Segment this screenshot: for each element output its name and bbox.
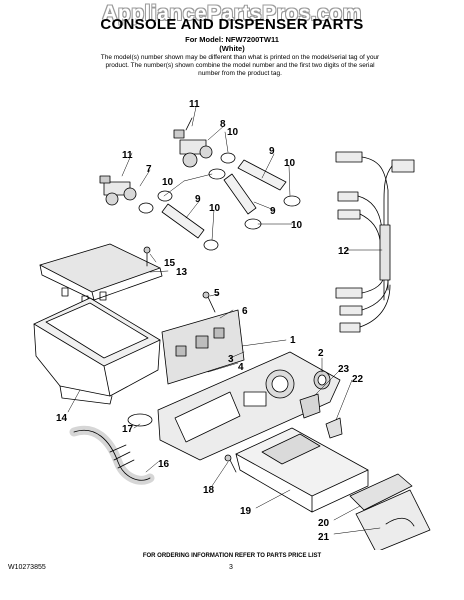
callout-20: 20 — [318, 518, 330, 529]
callout-9c: 9 — [270, 206, 276, 217]
callout-5: 5 — [214, 288, 220, 299]
hose-clamp-17 — [127, 413, 153, 427]
hoses — [161, 159, 287, 239]
callout-19: 19 — [240, 506, 252, 517]
callouts: 1 2 3 4 5 6 7 8 9 9 9 10 10 10 10 10 11 … — [56, 99, 364, 543]
console-panel — [157, 351, 341, 461]
color-line: (White) — [219, 44, 245, 53]
wire-harness — [335, 151, 415, 333]
callout-16: 16 — [158, 459, 170, 470]
callout-10c: 10 — [162, 177, 174, 188]
callout-21: 21 — [318, 532, 330, 543]
model-info: For Model: NFW7200TW11 (White) — [0, 35, 464, 53]
drain-hose — [69, 425, 155, 485]
dispenser-drawer — [235, 427, 369, 513]
callout-11: 11 — [189, 99, 200, 110]
page-title: CONSOLE AND DISPENSER PARTS — [100, 16, 364, 33]
ordering-note: FOR ORDERING INFORMATION REFER TO PARTS … — [142, 553, 322, 559]
callout-1: 1 — [290, 335, 296, 346]
callout-10b: 10 — [284, 158, 296, 169]
callout-13: 13 — [176, 267, 188, 278]
page-number: 3 — [229, 564, 233, 571]
callout-10d: 10 — [209, 203, 221, 214]
callout-17: 17 — [122, 424, 134, 435]
callout-15: 15 — [164, 258, 176, 269]
dispenser-cover — [39, 243, 163, 305]
screw-18 — [224, 454, 237, 473]
document-number: W10273855 — [8, 564, 46, 571]
callout-9: 9 — [269, 146, 275, 157]
water-valve-lower — [99, 175, 137, 206]
control-board — [161, 309, 245, 385]
callout-23: 23 — [338, 364, 350, 375]
callout-4: 4 — [238, 362, 244, 373]
parts-diagram: 1 2 3 4 5 6 7 8 9 9 9 10 10 10 10 10 11 … — [33, 99, 431, 550]
leader-lines — [67, 106, 383, 535]
callout-3: 3 — [228, 354, 234, 365]
hose-clamps — [138, 152, 301, 251]
callout-12: 12 — [338, 246, 350, 257]
model-line: For Model: NFW7200TW11 — [185, 35, 279, 44]
water-valve-upper — [173, 117, 213, 168]
dispenser-cap-23 — [299, 393, 321, 419]
callout-11b: 11 — [122, 150, 133, 161]
callout-10e: 10 — [291, 220, 303, 231]
callout-22: 22 — [352, 374, 364, 385]
callout-6: 6 — [242, 306, 248, 317]
model-note: The model(s) number shown may be differe… — [100, 54, 380, 77]
callout-2: 2 — [318, 348, 324, 359]
callout-8: 8 — [220, 119, 226, 130]
watermark-logo: AppliancePartsPros.com — [102, 2, 362, 25]
callout-7: 7 — [146, 164, 152, 175]
callout-9b: 9 — [195, 194, 201, 205]
callout-14: 14 — [56, 413, 68, 424]
selector-knob — [313, 370, 331, 390]
drawer-front — [349, 473, 431, 550]
screw-5 — [202, 291, 216, 313]
siphon-cap-22 — [325, 417, 343, 439]
callout-10: 10 — [227, 127, 239, 138]
dispenser-housing — [33, 297, 161, 405]
screw-15 — [143, 246, 151, 267]
callout-18: 18 — [203, 485, 215, 496]
